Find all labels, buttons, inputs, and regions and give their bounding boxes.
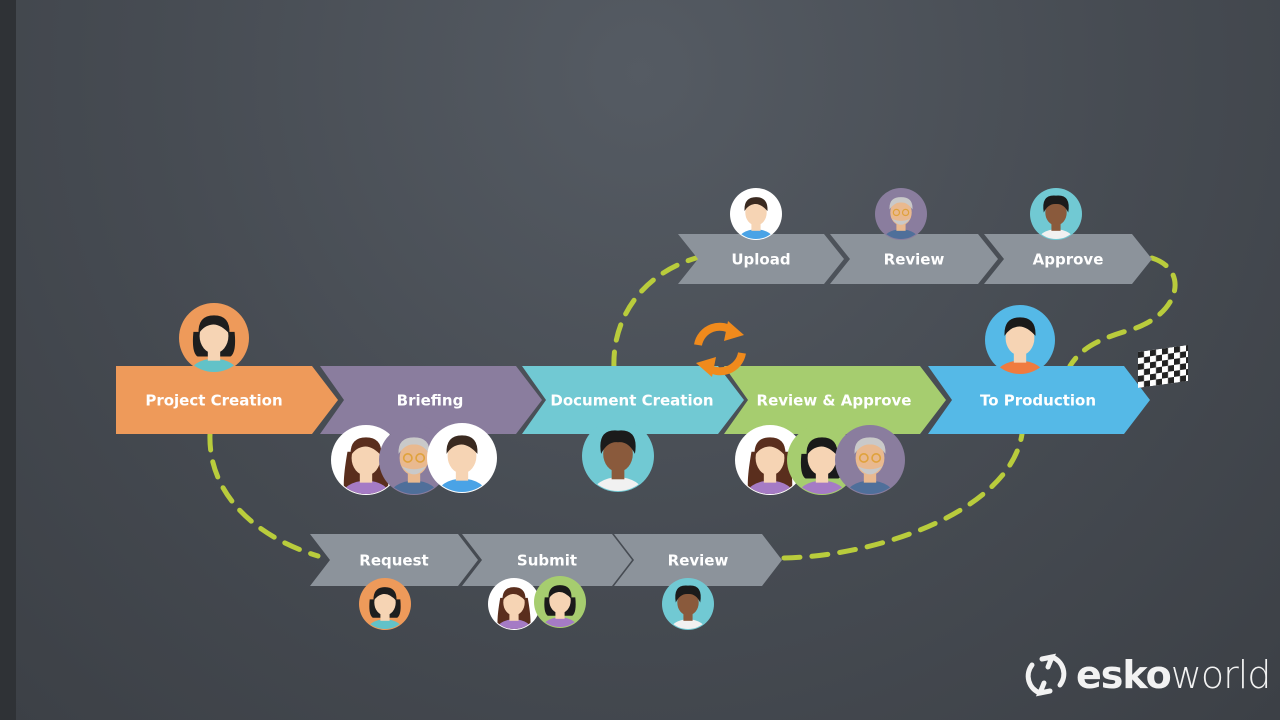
left-edge-strip [0, 0, 16, 720]
main-step-document-creation: Document Creation [522, 366, 744, 434]
main-step-to-production: To Production [928, 366, 1150, 434]
avatar-document-creator-icon [582, 420, 654, 492]
main-step-briefing: Briefing [320, 366, 542, 434]
refresh-cycle-icon [694, 321, 746, 377]
dashed-path-bottom-branch-exit [781, 431, 1025, 561]
logo-text-bold: esko [1076, 653, 1172, 697]
logo-text-light: world [1170, 653, 1272, 697]
main-step-review-and-approve: Review & Approve [724, 366, 946, 434]
avatar-project-creator-icon [179, 303, 249, 373]
bottom-branch-step-review: Review [614, 534, 782, 586]
esko-swirl-icon [1025, 653, 1067, 697]
bottom-branch-step-review-label: Review [668, 551, 729, 569]
avatar-approve-elder-icon [835, 425, 905, 495]
main-step-document-creation-shape [522, 366, 744, 434]
main-step-project-creation-label: Project Creation [145, 391, 282, 409]
eskoworld-logo: eskoworld [1022, 650, 1272, 700]
avatar-upload-man-icon [730, 188, 782, 240]
bottom-branch-step-request: Request [310, 534, 478, 586]
bottom-branch-step-review-shape [614, 534, 782, 586]
main-step-to-production-label: To Production [980, 391, 1096, 409]
bottom-branch-step-request-shape [310, 534, 478, 586]
main-step-project-creation: Project Creation [116, 366, 338, 434]
checkered-flag-icon [1138, 344, 1188, 388]
dashed-path-top-branch-exit [1067, 255, 1178, 369]
main-step-review-and-approve-shape [724, 366, 946, 434]
main-step-to-production-shape [928, 366, 1150, 434]
dashed-path-bottom-branch-entry [207, 431, 321, 559]
avatar-approve-top-icon [1030, 188, 1082, 240]
top-branch-step-approve: Approve [984, 234, 1152, 284]
bottom-branch-step-request-label: Request [359, 551, 428, 569]
top-branch-step-review-label: Review [884, 250, 945, 268]
main-step-review-and-approve-label: Review & Approve [757, 391, 912, 409]
avatar-briefing-elder-icon [379, 425, 449, 495]
avatar-approve-girl-icon [787, 425, 857, 495]
bottom-branch-step-submit-shape [462, 534, 632, 586]
avatar-review-bottom-icon [662, 578, 714, 630]
main-step-briefing-label: Briefing [397, 391, 464, 409]
main-step-briefing-shape [320, 366, 542, 434]
avatar-approve-woman-icon [735, 425, 805, 495]
main-step-project-creation-shape [116, 366, 338, 434]
bottom-branch-step-submit: Submit [462, 534, 632, 586]
avatar-submit-woman-icon [488, 578, 540, 630]
avatar-submit-girl-icon [534, 576, 586, 628]
top-branch-step-upload: Upload [678, 234, 844, 284]
avatar-review-elder-icon [875, 188, 927, 240]
top-branch-step-approve-shape [984, 234, 1152, 284]
top-branch-step-upload-label: Upload [731, 250, 790, 268]
top-branch-step-review: Review [830, 234, 998, 284]
top-branch-step-upload-shape [678, 234, 844, 284]
top-branch-step-review-shape [830, 234, 998, 284]
bottom-branch-step-submit-label: Submit [517, 551, 577, 569]
main-step-document-creation-label: Document Creation [550, 391, 713, 409]
avatar-briefing-woman-icon [331, 425, 401, 495]
avatar-briefing-man-icon [427, 423, 497, 493]
avatar-request-icon [359, 578, 411, 630]
dashed-path-top-branch-entry [611, 255, 699, 371]
top-branch-step-approve-label: Approve [1033, 250, 1104, 268]
avatar-production-man-icon [985, 305, 1055, 375]
